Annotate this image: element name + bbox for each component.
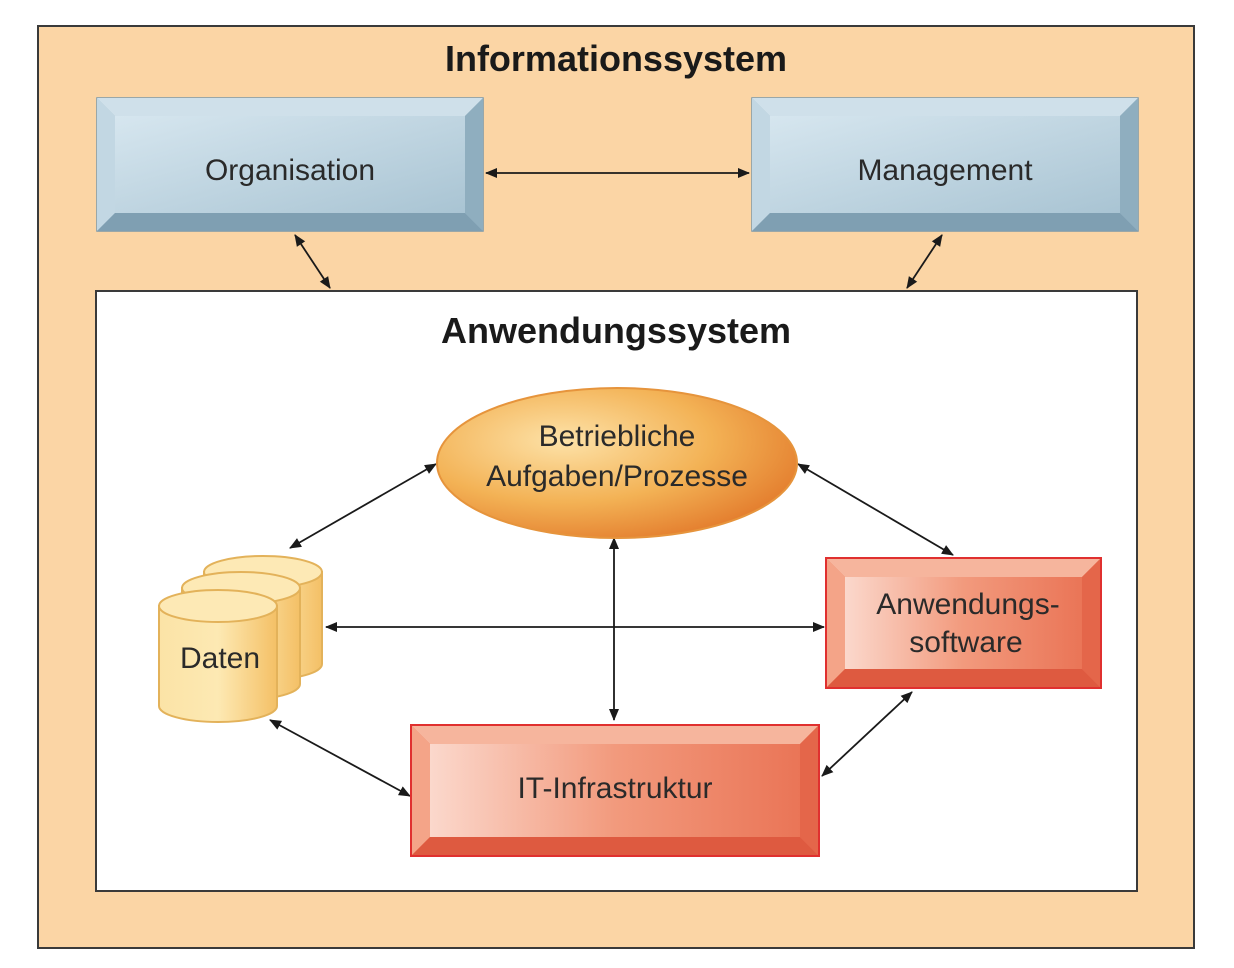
prozesse-label-line1: Betriebliche [539,420,696,453]
it-infrastruktur-label: IT-Infrastruktur [517,772,712,805]
arrow-management-anwendungssystem [906,234,943,289]
prozesse-label-line2: Aufgaben/Prozesse [486,460,748,493]
organisation-box: Organisation [96,97,484,232]
arrow-daten-infrastruktur [269,719,411,797]
daten-label: Daten [180,642,260,675]
anwendungssoftware-label-line1: Anwendungs- [876,588,1059,621]
arrow-prozesse-software [797,463,954,556]
organisation-label: Organisation [205,154,375,187]
arrow-software-infrastruktur [821,691,913,777]
arrow-prozesse-daten [289,463,437,549]
management-label: Management [857,154,1033,187]
arrow-organisation-anwendungssystem [294,234,331,289]
informationssystem-title: Informationssystem [445,38,787,79]
anwendungssoftware-box: Anwendungs- software [825,557,1102,689]
daten-database [158,555,323,723]
management-box: Management [751,97,1139,232]
anwendungssystem-title: Anwendungssystem [441,310,791,351]
anwendungssoftware-label-line2: software [909,626,1022,659]
it-infrastruktur-box: IT-Infrastruktur [410,724,820,857]
prozesse-ellipse: Betriebliche Aufgaben/Prozesse [436,387,798,539]
